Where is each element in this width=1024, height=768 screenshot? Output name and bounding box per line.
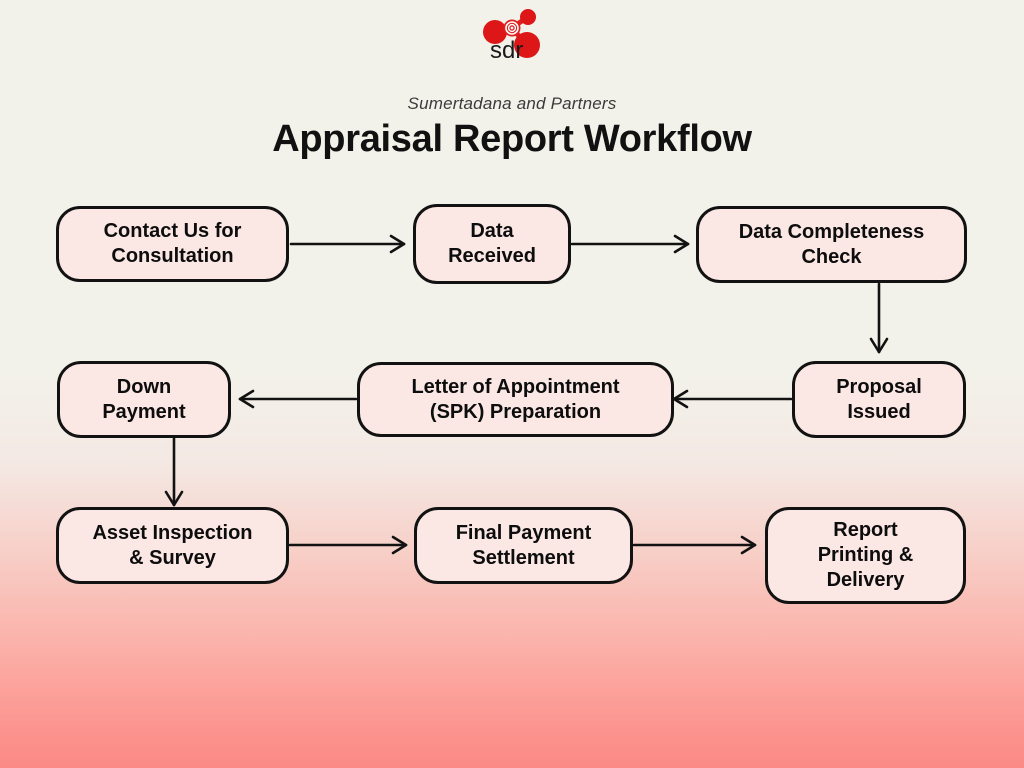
node-contact-us-for-consultation[interactable]: Contact Us for Consultation	[56, 206, 289, 282]
node-line: Printing &	[817, 544, 914, 566]
node-data-completeness-check[interactable]: Data Completeness Check	[696, 206, 967, 283]
node-data-received[interactable]: Data Received	[413, 204, 571, 284]
node-line: Settlement	[472, 546, 575, 569]
node-line: Consultation	[111, 245, 234, 267]
node-line: Report	[833, 519, 898, 541]
node-line: Received	[448, 245, 536, 267]
node-line: Data Completeness	[738, 220, 925, 243]
sdr-molecule-logo: sdr	[476, 8, 548, 66]
node-letter-of-appointment-spk-preparation[interactable]: Letter of Appointment (SPK) Preparation	[357, 362, 674, 437]
node-line: Data	[470, 220, 514, 242]
node-down-payment[interactable]: Down Payment	[57, 361, 231, 438]
node-line: & Survey	[129, 546, 216, 569]
node-line: Check	[801, 245, 862, 268]
node-final-payment-settlement[interactable]: Final Payment Settlement	[414, 507, 633, 584]
node-line: Payment	[102, 400, 186, 423]
logo-wordmark: sdr	[490, 37, 523, 64]
node-line: Issued	[847, 400, 911, 423]
node-line: Delivery	[826, 569, 905, 591]
node-line: Final Payment	[455, 521, 592, 544]
node-proposal-issued[interactable]: Proposal Issued	[792, 361, 966, 438]
node-line: (SPK) Preparation	[429, 400, 602, 423]
node-report-printing-and-delivery[interactable]: Report Printing & Delivery	[765, 507, 966, 604]
node-line: Asset Inspection	[92, 521, 253, 544]
page-title: Appraisal Report Workflow	[272, 118, 752, 160]
node-line: Proposal	[836, 375, 922, 398]
node-asset-inspection-and-survey[interactable]: Asset Inspection & Survey	[56, 507, 289, 584]
company-subtitle: Sumertadana and Partners	[407, 94, 617, 113]
node-line: Letter of Appointment	[411, 375, 620, 398]
node-line: Contact Us for	[103, 220, 242, 242]
node-line: Down	[116, 375, 172, 398]
